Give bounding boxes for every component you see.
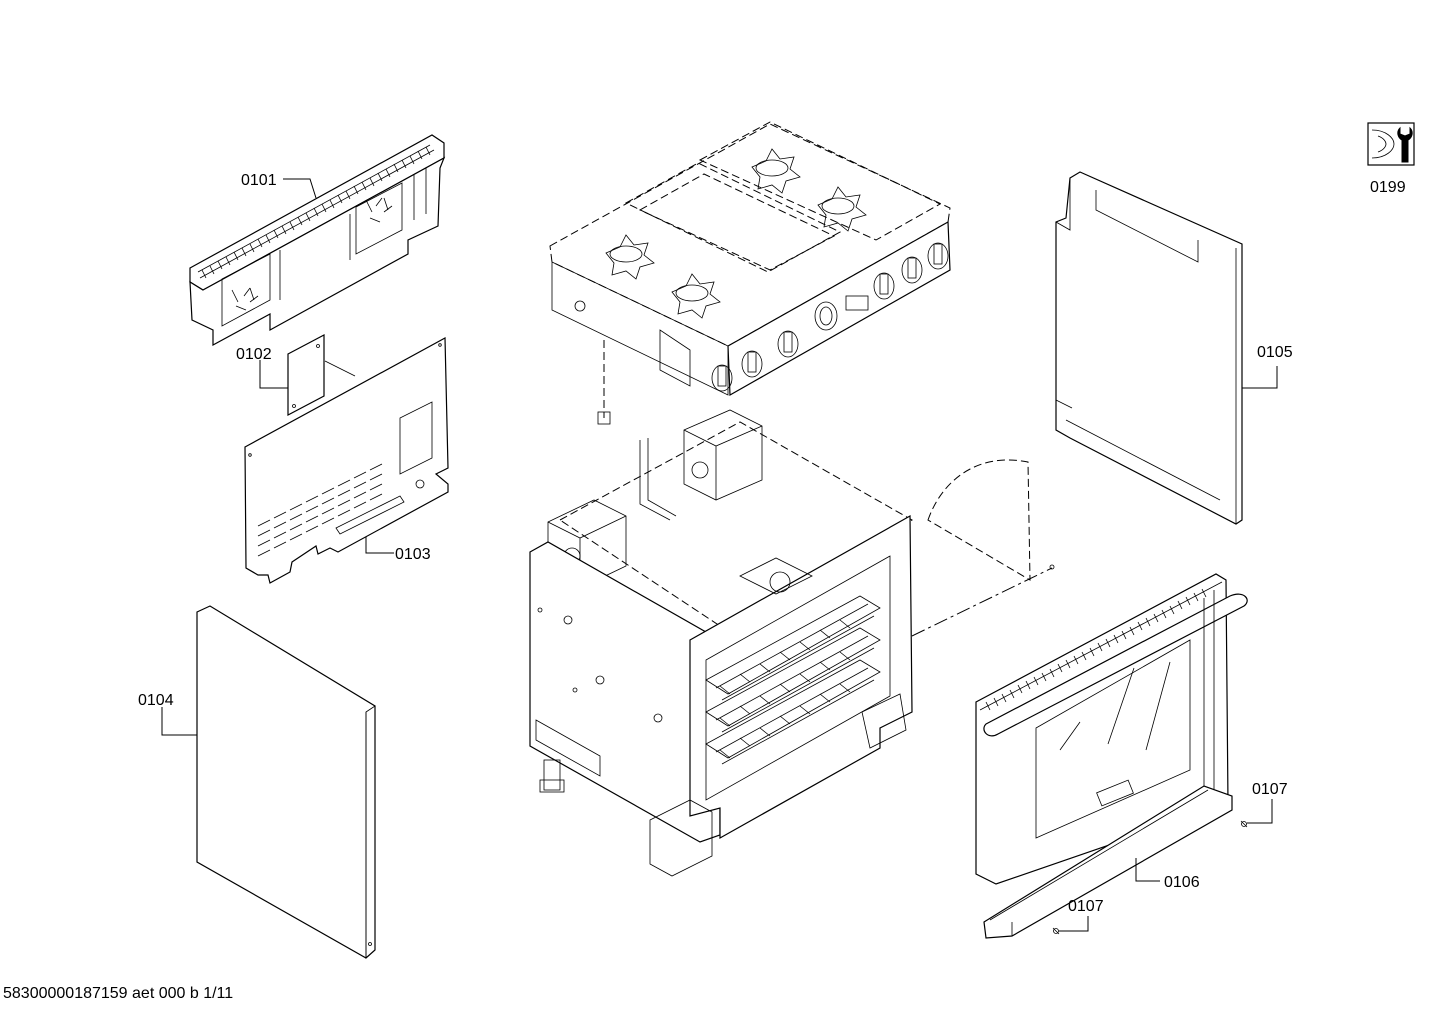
leader-0107-lower — [1059, 916, 1089, 932]
oven-body — [529, 409, 914, 877]
leader-0101 — [283, 178, 317, 199]
label-0103: 0103 — [395, 546, 431, 563]
part-0107-screw-upper[interactable] — [1240, 820, 1248, 828]
part-0102-cover-plate[interactable] — [287, 334, 325, 416]
leader-0106 — [1135, 858, 1160, 882]
rear-baffle-outline — [911, 459, 1055, 637]
label-0107-lower: 0107 — [1068, 898, 1104, 915]
label-0104: 0104 — [138, 692, 174, 709]
document-id: 58300000187159 aet 000 b 1/11 — [3, 985, 233, 1002]
leader-0102 — [259, 360, 288, 389]
wrench-icon[interactable] — [1367, 122, 1415, 166]
label-0107-upper: 0107 — [1252, 781, 1288, 798]
part-0103-rear-panel[interactable] — [244, 337, 449, 584]
part-0106-door-trim[interactable] — [983, 785, 1233, 939]
cooktop-assembly — [549, 121, 951, 425]
label-0106: 0106 — [1164, 874, 1200, 891]
label-0102: 0102 — [236, 346, 272, 363]
part-0101-backguard[interactable] — [189, 134, 446, 347]
leader-0104 — [161, 707, 197, 736]
leader-0105 — [1242, 366, 1278, 389]
oven-door[interactable] — [975, 573, 1248, 885]
leader-0107-upper — [1247, 799, 1273, 824]
part-0104-left-side-panel[interactable] — [196, 605, 376, 959]
leader-0103 — [365, 537, 394, 554]
part-0105-right-panel[interactable] — [1055, 171, 1243, 525]
label-0199: 0199 — [1370, 179, 1406, 196]
label-0101: 0101 — [241, 172, 277, 189]
part-0107-screw-lower[interactable] — [1052, 927, 1060, 935]
leader-0102-link — [324, 360, 356, 377]
label-0105: 0105 — [1257, 344, 1293, 361]
